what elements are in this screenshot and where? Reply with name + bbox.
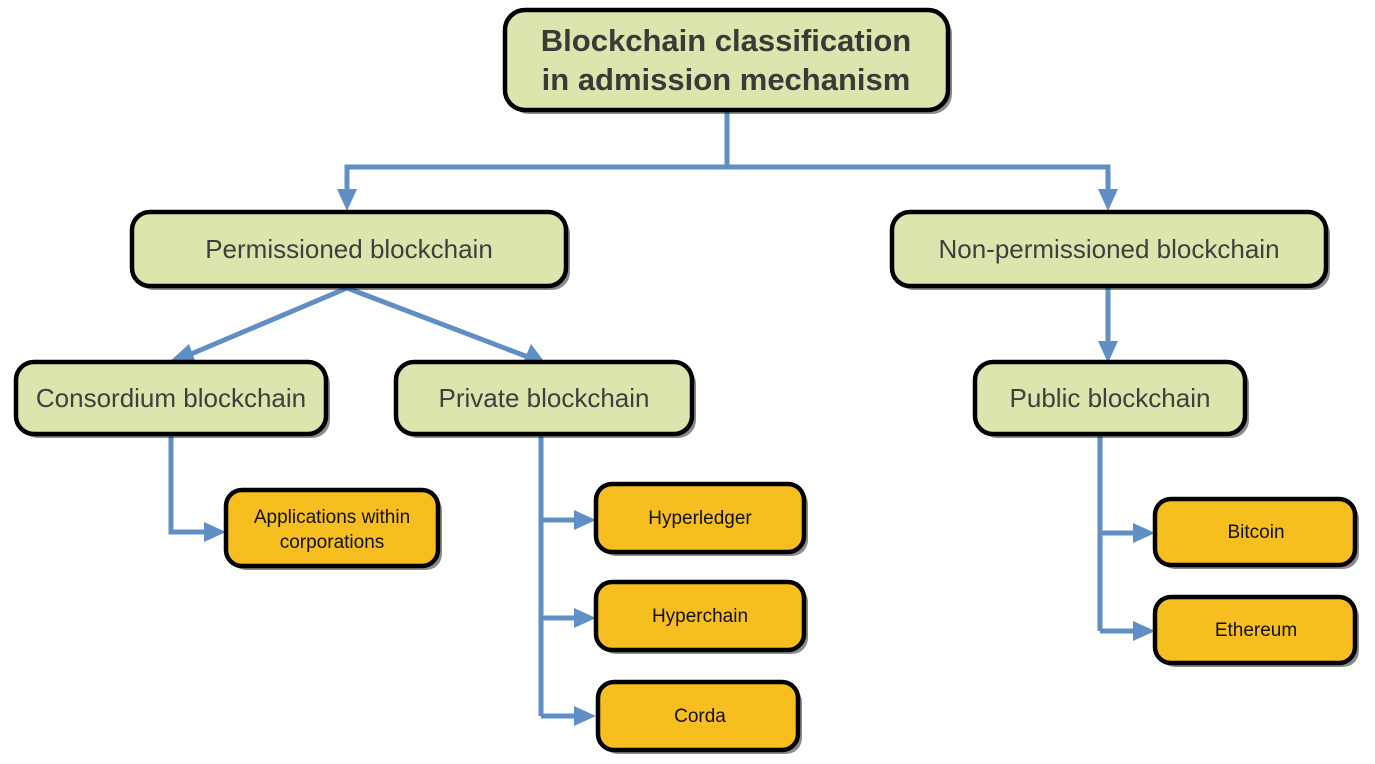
connector-consordium-to-applications [168,433,208,535]
node-hyperledger[interactable]: Hyperledger [593,481,808,556]
node-hyperchain[interactable]: Hyperchain [593,579,808,654]
arrowhead-private-to-hyperchain [574,608,596,628]
arrowhead-private-to-hyperledger [574,510,596,530]
connector-layer [167,112,1155,726]
node-private[interactable]: Private blockchain [393,359,696,438]
node-corda-box [595,679,801,753]
node-root-label-line1: Blockchain classification [541,23,911,58]
node-ethereum-box [1152,594,1358,666]
arrowhead-consordium-to-applications [204,522,226,542]
arrowhead-permissioned-to-private [523,344,546,364]
node-bitcoin-label: Bitcoin [1227,522,1284,543]
node-private-label: Private blockchain [439,383,650,413]
node-root[interactable]: Blockchain classification in admission m… [502,7,952,114]
node-permissioned[interactable]: Permissioned blockchain [129,209,570,290]
node-public[interactable]: Public blockchain [972,359,1249,438]
connector-permissioned-to-consordium [183,285,348,360]
node-applications[interactable]: Applications within corporations [223,487,442,570]
arrowhead-root-to-non-permissioned [1098,189,1118,211]
node-applications-label-line1: Applications within [254,507,410,528]
node-non-permissioned-box [889,209,1329,289]
arrowhead-private-to-corda [574,706,596,726]
node-non-permissioned[interactable]: Non-permissioned blockchain [889,209,1330,290]
node-bitcoin-box [1152,496,1358,568]
node-hyperchain-box [593,579,807,653]
connector-root-to-permissioned [344,112,730,193]
node-applications-label-line2: corporations [280,532,385,553]
connector-permissioned-to-private [346,285,529,360]
node-consordium-box [13,359,329,437]
node-consordium[interactable]: Consordium blockchain [13,359,330,438]
arrowhead-non-permissioned-to-public [1098,341,1118,363]
node-permissioned-label: Permissioned blockchain [205,234,493,264]
node-applications-box [223,487,441,569]
node-consordium-label: Consordium blockchain [36,383,306,413]
node-hyperledger-box [593,481,807,555]
arrowhead-permissioned-to-consordium [167,344,196,364]
node-hyperchain-label: Hyperchain [652,606,748,627]
node-public-label: Public blockchain [1010,383,1211,413]
arrowhead-public-to-bitcoin [1133,523,1155,543]
node-corda-label: Corda [674,706,726,727]
node-ethereum-label: Ethereum [1215,620,1297,641]
node-root-label-line2: in admission mechanism [542,62,911,97]
arrowhead-root-to-permissioned [337,189,357,211]
node-bitcoin[interactable]: Bitcoin [1152,496,1359,569]
node-private-box [393,359,695,437]
node-non-permissioned-label: Non-permissioned blockchain [938,234,1279,264]
connector-root-to-non-permissioned [724,112,1111,193]
arrowhead-public-to-ethereum [1133,621,1155,641]
node-permissioned-box [129,209,569,289]
node-ethereum[interactable]: Ethereum [1152,594,1359,667]
node-root-box [502,7,951,113]
node-corda[interactable]: Corda [595,679,802,754]
node-public-box [972,359,1248,437]
node-hyperledger-label: Hyperledger [648,508,752,529]
